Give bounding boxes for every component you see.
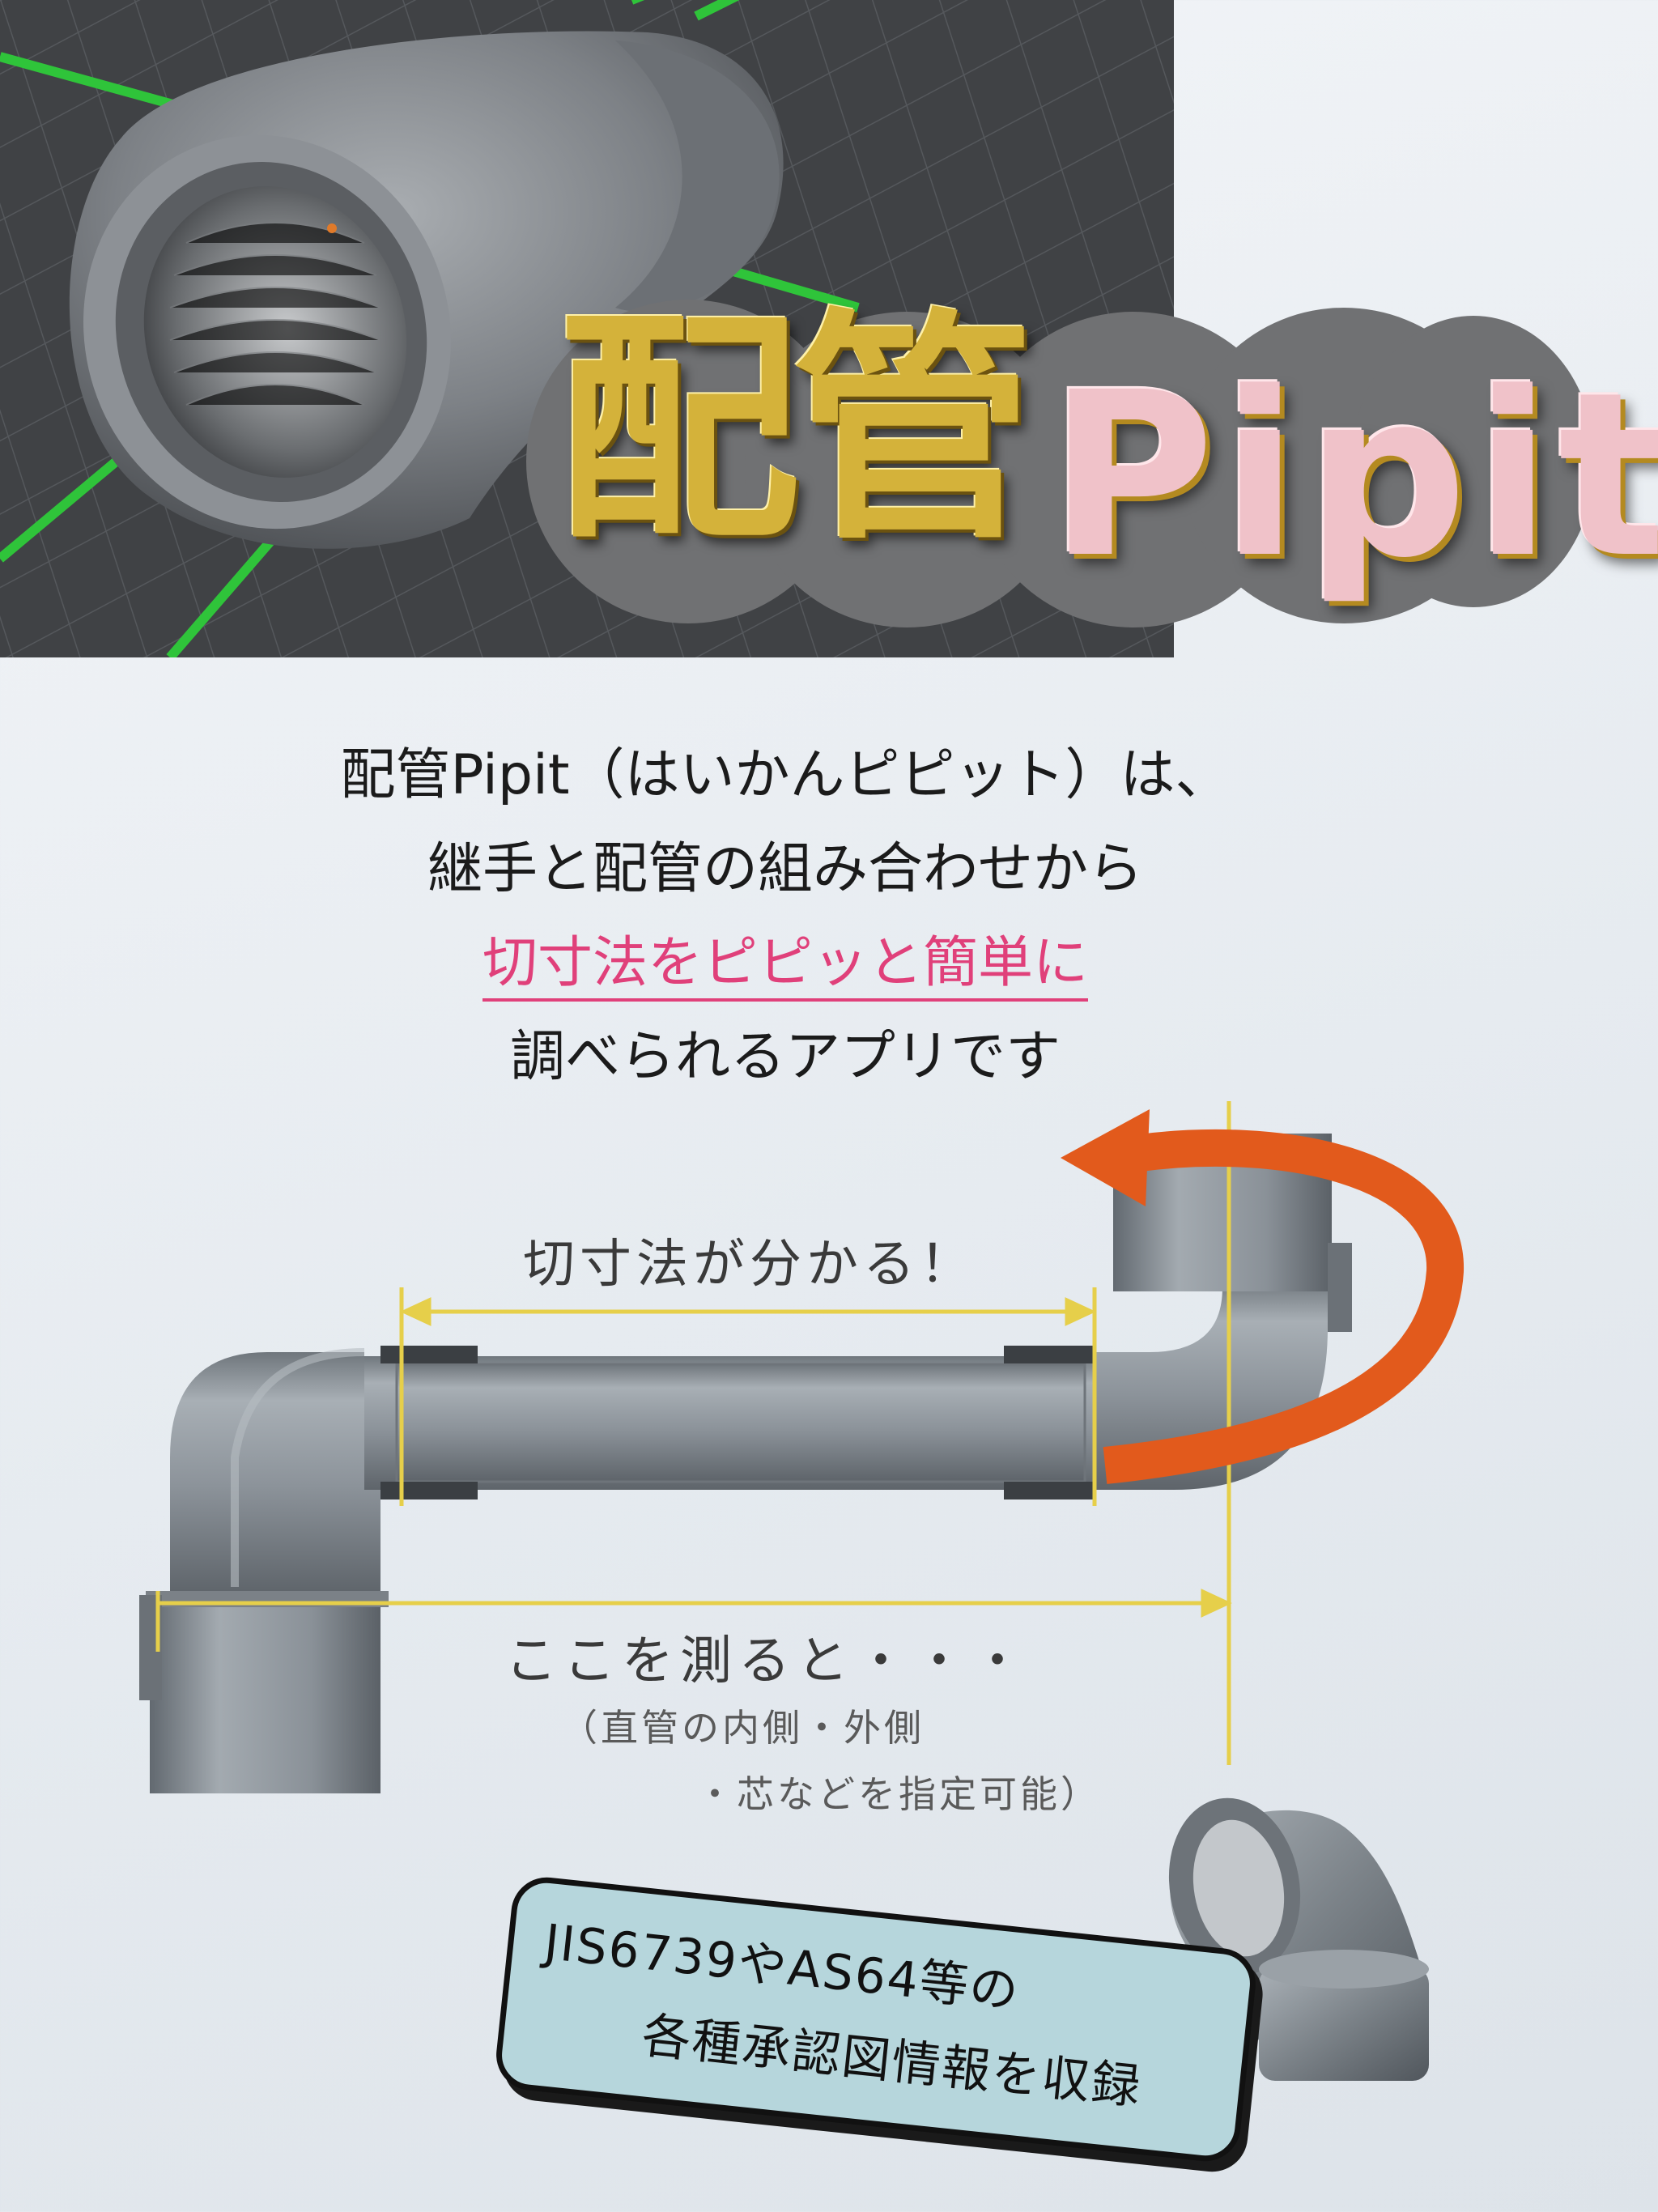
intro-line-highlight: 切寸法をピピッと簡単に [0,917,1571,1010]
rotation-arrow [1103,1129,1465,1484]
callout-line-2: 各種承認図情報を収録 [639,2007,1145,2116]
measure-note-line-1: （直管の内側・外側 [560,1706,925,1750]
intro-line-1: 配管Pipit（はいかんピピット）は、 [340,743,1231,807]
callout-line-1: JIS6739やAS64等の [542,1913,1022,2021]
rotation-arrow-head [1061,1109,1150,1206]
intro-line-4: 調べられるアプリです [509,1025,1061,1089]
cut-dimension-line [399,1287,1097,1506]
measure-label: ここを測ると・・・ [505,1631,1030,1691]
logo-pipit: Pipit [1048,344,1658,608]
logo-kanji-kan: 管 [792,286,1035,572]
cut-length-label: 切寸法が分かる！ [523,1235,976,1295]
logo-badge [526,300,1595,627]
pipe-diagram: 切寸法が分かる！ ここを測ると・・・ （直管の内側・外側 ・芯などを指定可能） [0,1085,1658,1846]
logo-kanji-hai: 配 [557,286,800,572]
intro-text: 配管Pipit（はいかんピピット）は、 継手と配管の組み合わせから 切寸法をピピ… [0,729,1571,1104]
intro-line-2: 継手と配管の組み合わせから [427,837,1143,901]
pipe-diagram-drawing [139,1101,1465,1793]
measure-note-line-2: ・芯などを指定可能） [696,1772,1101,1816]
intro-highlight-text: 切寸法をピピッと簡単に [482,931,1088,1002]
